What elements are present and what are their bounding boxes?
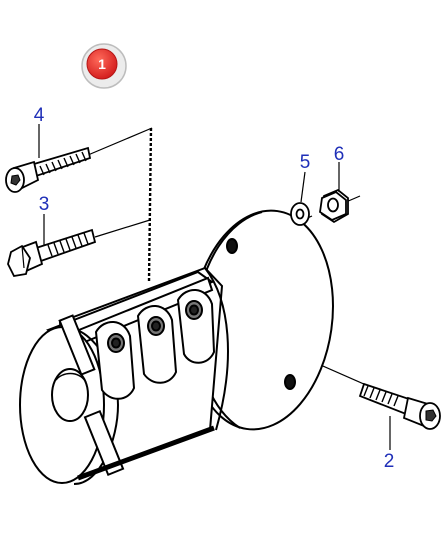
socket-head-cap-screw-icon — [5, 146, 92, 193]
callout-label-4: 4 — [34, 105, 45, 126]
hex-head-bolt-icon — [7, 228, 97, 277]
hex-nut-icon — [319, 188, 349, 224]
badge-label: 1 — [98, 56, 106, 72]
callout-labels: 4 3 5 6 2 — [34, 105, 395, 472]
socket-head-cap-screw-icon-2 — [358, 382, 441, 430]
callout-label-6: 6 — [334, 144, 345, 165]
callout-label-3: 3 — [39, 194, 50, 215]
callout-leaders — [38, 124, 391, 450]
callout-label-2: 2 — [384, 451, 395, 472]
callout-label-5: 5 — [300, 152, 311, 173]
item-number-badge: 1 — [81, 43, 127, 89]
washer-icon — [290, 202, 310, 226]
flanged-split-coupling-icon — [19, 209, 334, 485]
